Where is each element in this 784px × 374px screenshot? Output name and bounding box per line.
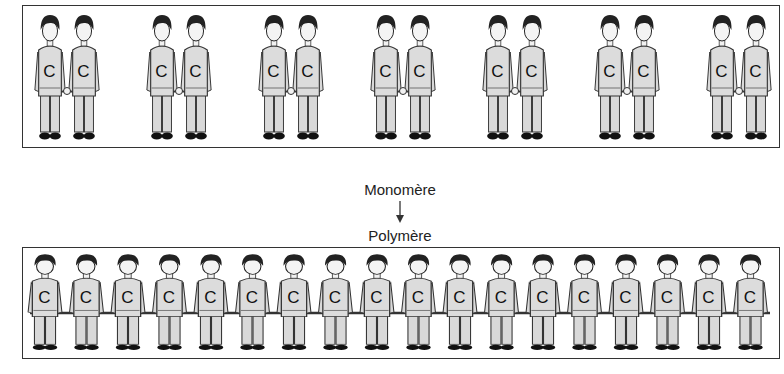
unit-letter: C xyxy=(413,62,425,79)
unit-letter: C xyxy=(525,62,537,79)
unit-letter: C xyxy=(370,288,382,305)
frame-panel: CCCCCCCCCCCCCCCCCC xyxy=(22,247,780,359)
unit-letter: C xyxy=(603,62,615,79)
unit-letter: C xyxy=(715,62,727,79)
unit-letter: C xyxy=(495,288,507,305)
unit-letter: C xyxy=(155,62,167,79)
unit-letter: C xyxy=(77,62,89,79)
unit-letter: C xyxy=(661,288,673,305)
frame-panel: CCCCCCCCCCCCCC xyxy=(22,5,780,148)
unit-letter: C xyxy=(578,288,590,305)
unit-letter: C xyxy=(491,62,503,79)
unit-letter: C xyxy=(749,62,761,79)
unit-letter: C xyxy=(189,62,201,79)
unit-letter: C xyxy=(744,288,756,305)
unit-letter: C xyxy=(163,288,175,305)
unit-letter: C xyxy=(412,288,424,305)
unit-letter: C xyxy=(80,288,92,305)
unit-letter: C xyxy=(329,288,341,305)
unit-letter: C xyxy=(287,288,299,305)
unit-letter: C xyxy=(38,288,50,305)
unit-letter: C xyxy=(637,62,649,79)
unit-letter: C xyxy=(702,288,714,305)
stage-label: Monomère xyxy=(362,181,438,198)
unit-letter: C xyxy=(204,288,216,305)
unit-letter: C xyxy=(121,288,133,305)
polymer-chain xyxy=(28,254,770,350)
monomer-pairs xyxy=(35,15,771,140)
unit-letter: C xyxy=(379,62,391,79)
unit-letter: C xyxy=(453,288,465,305)
reaction-arrow xyxy=(396,201,404,223)
unit-letter: C xyxy=(536,288,548,305)
unit-letter: C xyxy=(619,288,631,305)
unit-letter: C xyxy=(246,288,258,305)
unit-letter: C xyxy=(301,62,313,79)
unit-letter: C xyxy=(43,62,55,79)
unit-letter: C xyxy=(267,62,279,79)
stage-label: Polymère xyxy=(366,227,433,244)
